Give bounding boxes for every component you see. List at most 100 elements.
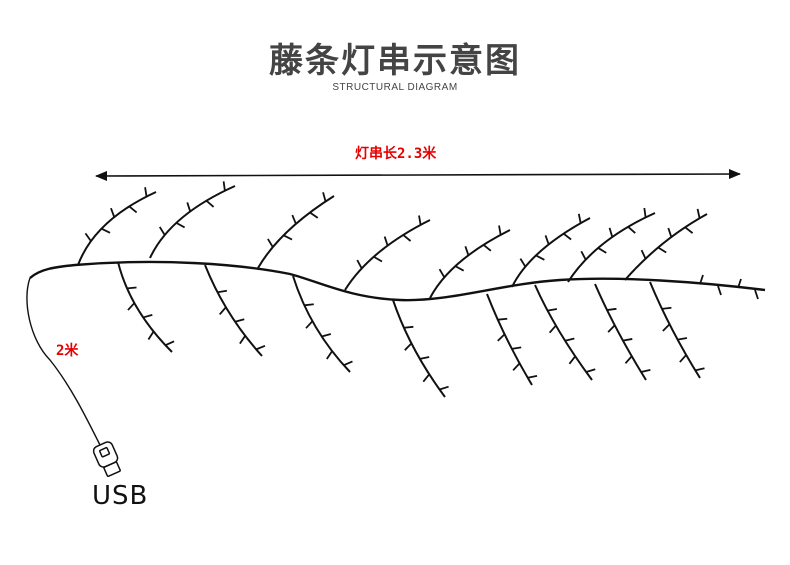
leaf-tick	[373, 255, 383, 263]
leaf-tick	[128, 205, 138, 214]
leaf-tick	[419, 356, 430, 360]
leaf-tick	[255, 344, 266, 351]
branch	[204, 264, 263, 357]
leaf-tick	[667, 227, 673, 238]
branch	[257, 195, 335, 269]
branch	[117, 261, 173, 353]
branch	[511, 217, 591, 288]
leaf-tick	[147, 331, 155, 340]
branch	[486, 293, 533, 386]
leaf-tick	[219, 306, 227, 316]
usb-cable	[26, 277, 101, 446]
leaf-tick	[343, 360, 353, 367]
leaf-tick	[512, 362, 521, 371]
leaf-tick	[497, 317, 508, 321]
leaf-tick	[754, 289, 759, 300]
leaf-tick	[356, 259, 363, 269]
leaf-tick	[563, 232, 572, 241]
leaf-tick	[305, 320, 314, 329]
branch	[392, 299, 446, 398]
leaf-tick	[643, 207, 647, 218]
leaf-tick	[577, 213, 582, 224]
leaf-tick	[564, 337, 575, 342]
leaf-tick	[679, 354, 687, 363]
leaf-tick	[321, 333, 332, 338]
length-dimension-arrow	[95, 169, 741, 181]
main-vine	[29, 260, 766, 302]
leaf-tick	[662, 323, 671, 332]
leaf-tick	[607, 324, 616, 333]
leaf-tick	[684, 226, 694, 234]
leaf-tick	[205, 200, 215, 208]
leaf-tick	[622, 338, 633, 342]
branch	[429, 229, 511, 299]
usb-plug-icon	[92, 441, 121, 477]
leaf-tick	[527, 374, 538, 379]
leaf-tick	[737, 278, 742, 289]
leaf-tick	[283, 234, 293, 241]
leaf-tick	[101, 227, 111, 234]
leaf-tick	[267, 238, 274, 248]
leaf-tick	[326, 350, 333, 360]
leaf-tick	[497, 333, 506, 342]
leaf-tick	[482, 244, 492, 252]
branch	[567, 212, 656, 283]
leaf-tick	[110, 207, 116, 218]
leaf-tick	[547, 308, 558, 312]
leaf-tick	[511, 346, 522, 350]
leaf-tick	[217, 289, 228, 294]
leaf-tick	[175, 222, 186, 229]
branch	[624, 213, 708, 281]
leaf-tick	[158, 226, 166, 236]
leaf-tick	[291, 214, 297, 225]
string-length-label: 灯串长2.3米	[355, 146, 437, 162]
branch	[77, 191, 157, 266]
leaf-tick	[222, 181, 226, 191]
leaf-tick	[717, 285, 722, 296]
leaf-tick	[657, 246, 667, 254]
leaf-tick	[677, 337, 688, 341]
leaf-tick	[126, 286, 137, 290]
branch	[292, 275, 351, 373]
usb-label: USB	[92, 481, 149, 511]
leaf-tick	[699, 274, 704, 285]
vine-branches	[77, 181, 759, 398]
leaf-tick	[304, 303, 314, 307]
diagram-subtitle: STRUCTURAL DIAGRAM	[332, 82, 458, 93]
leaf-tick	[606, 307, 617, 311]
leaf-tick	[661, 306, 672, 310]
leaf-tick	[544, 235, 550, 245]
leaf-tick	[608, 227, 614, 238]
leaf-tick	[402, 234, 412, 242]
leaf-tick	[165, 340, 175, 347]
leaf-tick	[627, 226, 636, 234]
leaf-tick	[142, 314, 153, 319]
leaf-tick	[597, 247, 607, 254]
leaf-tick	[548, 324, 557, 334]
leaf-tick	[84, 232, 92, 242]
leaf-tick	[464, 246, 470, 256]
leaf-tick	[585, 368, 596, 373]
leaf-tick	[186, 202, 192, 212]
leaf-tick	[624, 355, 633, 364]
leaf-tick	[568, 355, 576, 365]
leaf-tick	[498, 225, 502, 236]
leaf-tick	[403, 325, 414, 329]
leaf-tick	[422, 373, 430, 383]
branch	[649, 281, 701, 379]
leaf-tick	[580, 250, 587, 261]
leaf-tick	[640, 369, 651, 373]
branch	[534, 284, 593, 381]
branch	[149, 185, 236, 259]
leaf-tick	[695, 367, 705, 372]
leaf-tick	[454, 265, 465, 272]
branch	[344, 219, 431, 291]
leaf-tick	[127, 302, 136, 311]
leaf-tick	[696, 208, 701, 219]
leaf-tick	[322, 192, 327, 202]
leaf-tick	[404, 342, 413, 351]
leaf-tick	[439, 385, 449, 391]
cable-length-label: 2米	[56, 343, 79, 359]
leaf-tick	[418, 215, 422, 226]
